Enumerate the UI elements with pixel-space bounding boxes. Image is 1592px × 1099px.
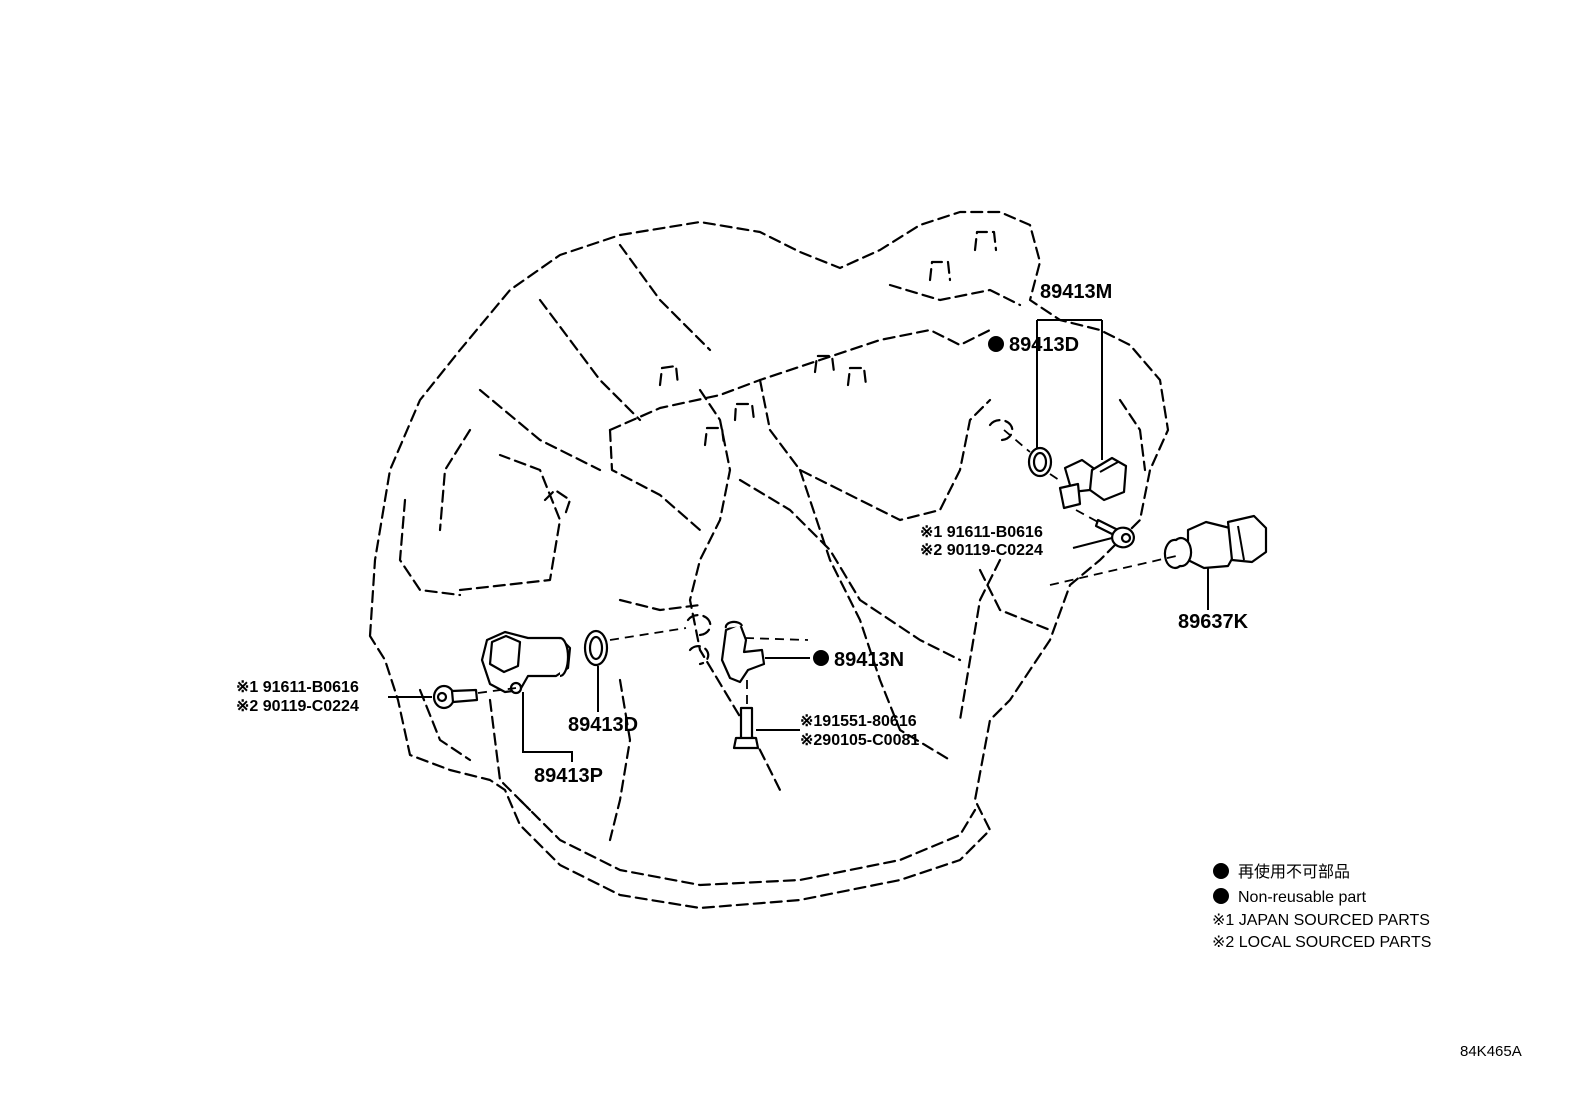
leader-lines — [388, 319, 1209, 762]
label-fastener-center-2: ※290105-C0081 — [800, 732, 919, 749]
label-89413M: 89413M — [1040, 281, 1112, 303]
label-89413N: 89413N — [834, 649, 904, 671]
label-fastener-center-1: ※191551-80616 — [800, 713, 917, 730]
label-89413P: 89413P — [534, 765, 603, 787]
label-fastener-left-2: ※2 90119-C0224 — [236, 698, 359, 715]
transmission-housing-outline — [368, 210, 1170, 910]
pressure-switch-89637K — [1163, 514, 1268, 570]
bolt-left — [432, 684, 479, 710]
label-89413D-top: 89413D — [1009, 334, 1079, 356]
speed-sensor-89413M — [1058, 456, 1128, 510]
non-reusable-marker-89413N — [813, 650, 829, 666]
non-reusable-marker-89413D — [988, 336, 1004, 352]
label-fastener-left-1: ※1 91611-B0616 — [236, 679, 359, 696]
legend-line-4: ※2 LOCAL SOURCED PARTS — [1212, 934, 1431, 951]
diagram-code: 84K465A — [1460, 1043, 1522, 1060]
label-fastener-right-2: ※2 90119-C0224 — [920, 542, 1043, 559]
legend-line-1: 再使用不可部品 — [1238, 863, 1350, 881]
legend: 再使用不可部品 Non-reusable part ※1 JAPAN SOURC… — [1212, 863, 1431, 951]
speed-sensor-89413P — [480, 630, 572, 695]
label-89413D-left: 89413D — [568, 714, 638, 736]
bolt-right — [1094, 518, 1135, 549]
alignment-lines — [477, 429, 1177, 708]
legend-line-3: ※1 JAPAN SOURCED PARTS — [1212, 912, 1430, 929]
o-ring-left-inner — [588, 635, 604, 661]
legend-bullet-1 — [1213, 863, 1229, 879]
legend-line-2: Non-reusable part — [1238, 889, 1367, 906]
label-fastener-right-1: ※1 91611-B0616 — [920, 524, 1043, 541]
legend-bullet-2 — [1213, 888, 1229, 904]
o-ring-top-inner — [1032, 451, 1048, 473]
speed-sensor-89413N — [720, 620, 766, 750]
housing-bosses — [658, 230, 1014, 666]
label-89637K: 89637K — [1178, 611, 1249, 633]
